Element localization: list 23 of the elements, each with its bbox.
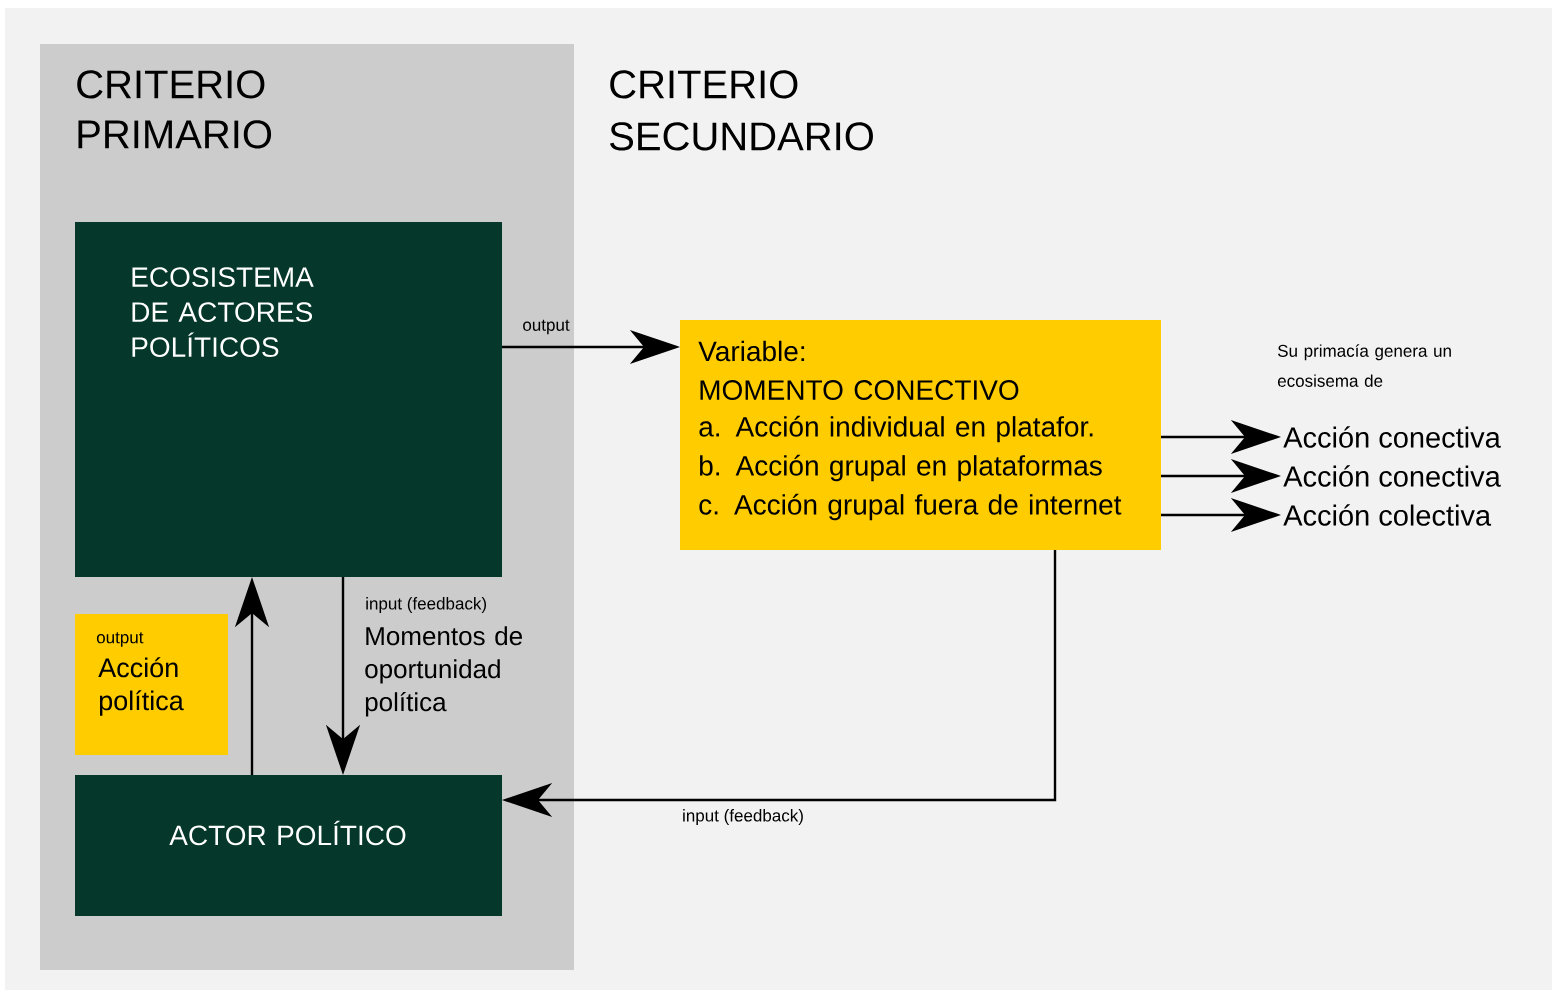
list-item: c. Acción grupal fuera de internet — [699, 493, 1122, 521]
heading: CRITERIO SECUNDARIO — [610, 70, 873, 151]
box-title: Variable: — [698, 340, 805, 362]
box-title: ECOSISTEMA DE ACTORES POLÍTICOS — [132, 267, 314, 357]
edge-label: input (feedback) — [366, 597, 487, 613]
result-label: Acción conectiva — [1283, 465, 1501, 487]
box-title: MOMENTO CONECTIVO — [700, 380, 1019, 400]
list-item: b. Acción grupal en plataformas — [700, 454, 1102, 482]
heading: CRITERIO PRIMARIO — [77, 70, 272, 149]
note-box — [75, 614, 228, 755]
tag-label: output — [96, 632, 144, 647]
process-box — [75, 775, 502, 916]
result-label: Acción colectiva — [1283, 504, 1492, 526]
list-item: a. Acción individual en platafor. — [699, 415, 1093, 443]
box-text: Acción política — [98, 657, 184, 716]
result-label: Acción conectiva — [1283, 426, 1501, 448]
variable-box — [680, 320, 1161, 550]
note-text: Su primacía genera un ecosisema de — [1277, 344, 1451, 387]
box-title: ACTOR POLÍTICO — [169, 820, 406, 846]
edge-label: output — [523, 319, 570, 335]
process-box — [75, 222, 502, 577]
note-text: Momentos de oportunidad política — [365, 626, 522, 717]
edge-label: input (feedback) — [683, 809, 803, 825]
